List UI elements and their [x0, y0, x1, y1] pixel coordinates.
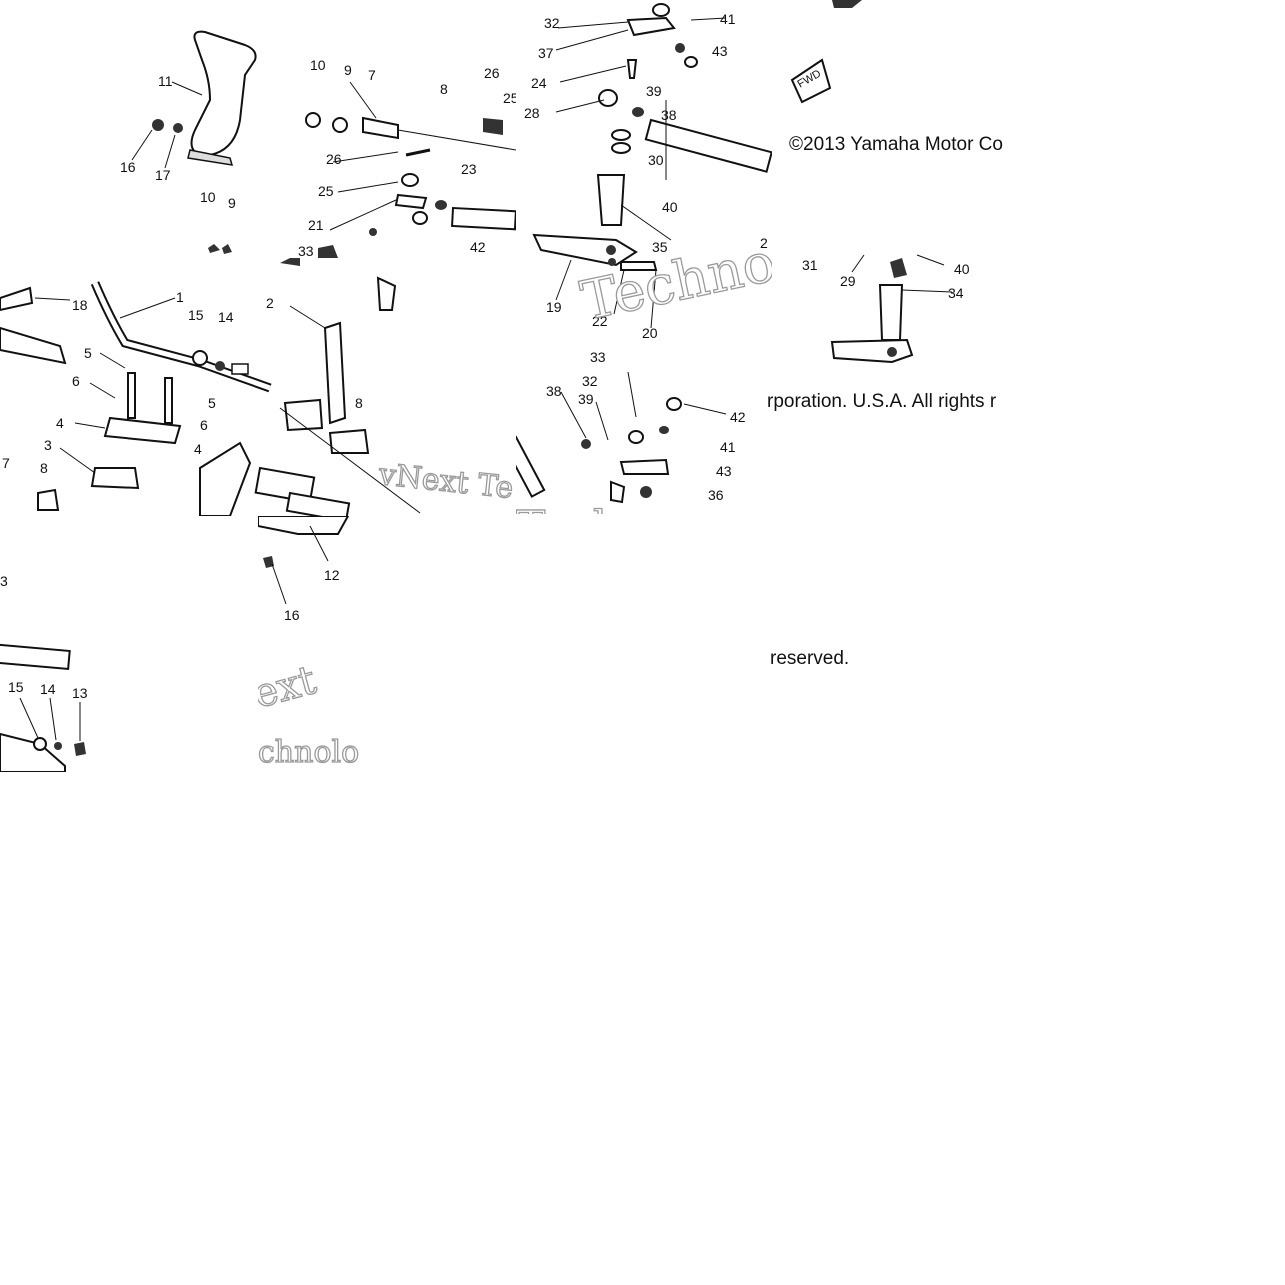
lower-cover-drawing: 12 16 — [258, 516, 350, 623]
steering-column-drawing: 10 9 7 8 26 25 26 25 21 23 33 42 — [298, 57, 516, 258]
callout-label: 17 — [155, 167, 171, 183]
callout-label: 15 — [8, 679, 24, 695]
watermark-text: ext — [258, 657, 321, 718]
callout-label: 18 — [72, 297, 88, 313]
callout-label: 2 — [760, 235, 768, 251]
callout-label: 8 — [355, 395, 363, 411]
watermark-text: chnolo — [258, 735, 359, 770]
callout-label: 29 — [840, 273, 856, 289]
callout-label: 38 — [546, 383, 562, 399]
callout-label: 40 — [662, 199, 678, 215]
steering-arm-drawing: 32 37 24 28 41 43 39 38 30 40 35 19 22 2… — [524, 3, 772, 341]
callout-label: 38 — [661, 107, 677, 123]
callout-label: 23 — [461, 161, 477, 177]
lower-arm-drawing: 33 38 32 39 42 41 43 36 Techno — [516, 349, 746, 514]
callout-label: 42 — [730, 409, 746, 425]
watermark-text: Techno — [516, 502, 676, 514]
callout-label: 1 — [176, 289, 184, 305]
copyright-line-1: ©2013 Yamaha Motor Co — [789, 134, 1003, 155]
callout-label: 25 — [503, 90, 516, 106]
callout-label: 25 — [318, 183, 334, 199]
callout-label: 26 — [326, 151, 342, 167]
copyright-line-3: reserved. — [770, 648, 850, 669]
callout-label: 33 — [590, 349, 606, 365]
callout-label: 34 — [948, 285, 964, 301]
callout-label: 12 — [324, 567, 340, 583]
callout-label: 31 — [802, 257, 818, 273]
tile-lower-arm: 33 38 32 39 42 41 43 36 Techno — [516, 342, 772, 514]
callout-label: 10 — [200, 189, 216, 205]
copyright-line-2: rporation. U.S.A. All rights r — [767, 391, 997, 412]
callout-label: 32 — [544, 15, 560, 31]
fwd-arrow-icon — [790, 58, 832, 104]
callout-label: 42 — [470, 239, 486, 255]
tile-steering-column: 10 9 7 8 26 25 26 25 21 23 33 42 — [258, 0, 516, 258]
callout-label: 16 — [284, 607, 300, 623]
watermark-text: vNext Te — [376, 457, 515, 506]
callout-label: 16 — [120, 159, 136, 175]
callout-label: 39 — [646, 83, 662, 99]
callout-label: 39 — [578, 391, 594, 407]
callout-label: 33 — [298, 243, 314, 258]
tile-handle-cover: 11 16 17 10 9 — [110, 0, 258, 258]
callout-label: 13 — [72, 685, 88, 701]
callout-label: 4 — [56, 415, 64, 431]
callout-label: 7 — [2, 455, 10, 471]
callout-label: 10 — [310, 57, 326, 73]
callout-label: 22 — [592, 313, 608, 329]
callout-label: 6 — [200, 417, 208, 433]
callout-label: 3 — [44, 437, 52, 453]
callout-label: 21 — [308, 217, 324, 233]
tile-steering-post: FWD 31 29 40 34 — [772, 0, 1028, 385]
watermark-drawing: ext chnolo — [258, 656, 360, 770]
callout-label: 40 — [954, 261, 970, 277]
tile-grip: 3 15 14 13 — [0, 516, 102, 772]
callout-label: 20 — [642, 325, 658, 341]
callout-label: 19 — [546, 299, 562, 315]
callout-label: 5 — [208, 395, 216, 411]
tile-handlebar: 18 1 15 14 5 6 4 3 8 7 2 5 6 4 8 vNext T… — [0, 258, 516, 516]
callout-label: 3 — [0, 573, 8, 589]
callout-label: 8 — [440, 81, 448, 97]
callout-label: 2 — [266, 295, 274, 311]
tile-watermark: ext chnolo — [258, 644, 360, 772]
callout-label: 43 — [716, 463, 732, 479]
callout-label: 43 — [712, 43, 728, 59]
tile-steering-arm: 32 37 24 28 41 43 39 38 30 40 35 19 22 2… — [516, 0, 772, 342]
callout-label: 9 — [344, 62, 352, 78]
callout-label: 37 — [538, 45, 554, 61]
handle-cover-drawing: 11 16 17 10 9 — [120, 30, 257, 254]
callout-label: 24 — [531, 75, 547, 91]
callout-label: 30 — [648, 152, 664, 168]
callout-label: 26 — [484, 65, 500, 81]
callout-label: 7 — [368, 67, 376, 83]
callout-label: 14 — [40, 681, 56, 697]
grip-drawing: 3 15 14 13 — [0, 573, 88, 772]
callout-label: 35 — [652, 239, 668, 255]
handlebar-drawing: 18 1 15 14 5 6 4 3 8 7 2 5 6 4 8 vNext T… — [0, 258, 516, 516]
callout-label: 41 — [720, 439, 736, 455]
callout-label: 9 — [228, 195, 236, 211]
callout-label: 11 — [158, 73, 173, 89]
steering-post-drawing: FWD 31 29 40 34 — [790, 0, 970, 364]
callout-label: 32 — [582, 373, 598, 389]
callout-label: 6 — [72, 373, 80, 389]
callout-label: 28 — [524, 105, 540, 121]
callout-label: 41 — [720, 11, 736, 27]
callout-label: 15 — [188, 307, 204, 323]
callout-label: 14 — [218, 309, 234, 325]
callout-label: 8 — [40, 460, 48, 476]
callout-label: 5 — [84, 345, 92, 361]
tile-lower-cover: 12 16 — [258, 516, 360, 644]
callout-label: 36 — [708, 487, 724, 503]
callout-label: 4 — [194, 441, 202, 457]
